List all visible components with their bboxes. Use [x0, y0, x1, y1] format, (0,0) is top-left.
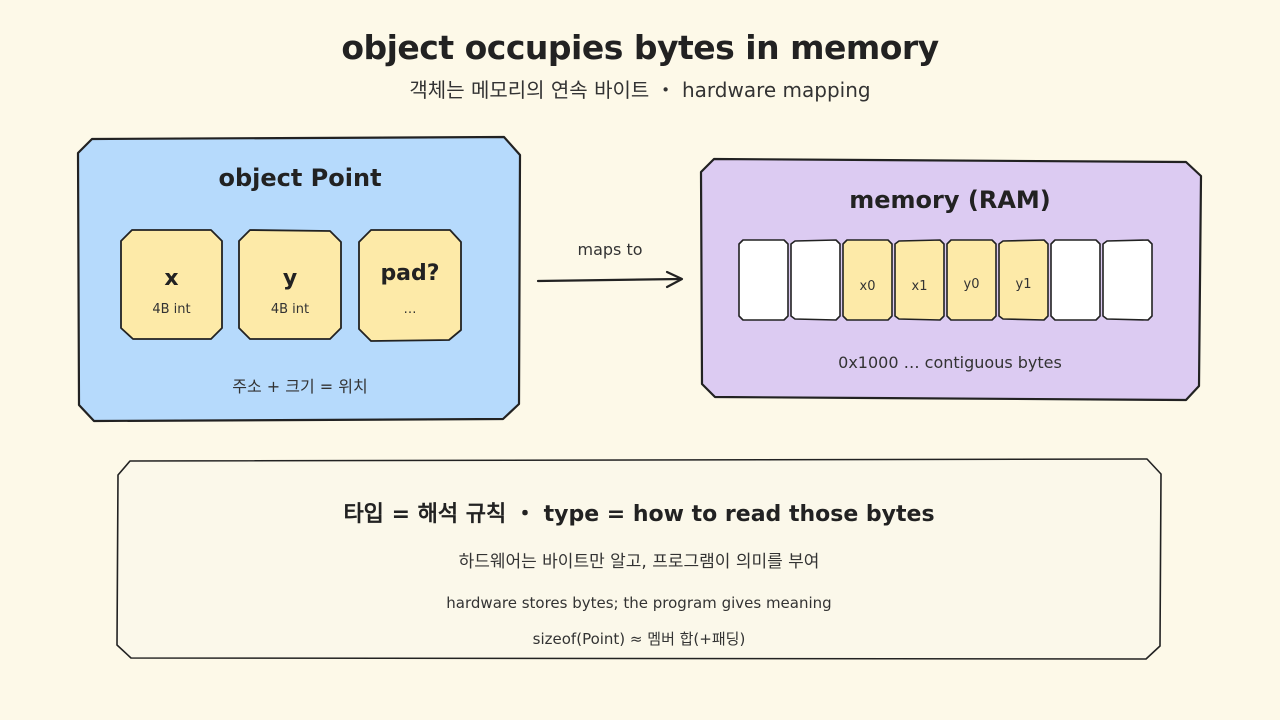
bottom-box-line-2: hardware stores bytes; the program gives… [446, 594, 832, 612]
memory-cells [738, 239, 1153, 321]
memory-cell [842, 239, 893, 321]
memory-cell-label: y1 [1015, 277, 1032, 292]
maps-to-arrow-line [536, 277, 683, 283]
memory-cell [946, 239, 997, 321]
memory-box-caption: 0x1000 … contiguous bytes [838, 353, 1062, 372]
memory-cell [1102, 239, 1153, 321]
field-pad-desc: … [403, 302, 417, 317]
page-title: object occupies bytes in memory [341, 28, 939, 67]
bottom-box-title: 타입 = 해석 규칙 ・ type = how to read those by… [343, 502, 935, 527]
object-box-title: object Point [218, 164, 382, 192]
memory-cell-label: x1 [911, 279, 928, 294]
bottom-box-line-1: 하드웨어는 바이트만 알고, 프로그램이 의미를 부여 [458, 552, 820, 572]
memory-box-title: memory (RAM) [849, 186, 1051, 214]
memory-cell [738, 239, 789, 321]
maps-to-label: maps to [577, 240, 643, 259]
memory-cell [998, 239, 1049, 321]
page-subtitle: 객체는 메모리의 연속 바이트 ・ hardware mapping [409, 78, 871, 102]
field-x-desc: 4B int [152, 302, 191, 317]
object-box-caption: 주소 + 크기 = 위치 [232, 377, 368, 396]
memory-cell-label: x0 [859, 279, 876, 294]
memory-cell [790, 239, 841, 321]
bottom-box [116, 458, 1162, 660]
memory-cell-label: y0 [963, 277, 980, 292]
field-box-x [120, 229, 223, 340]
field-x-name: x [164, 266, 179, 291]
maps-to-arrowhead [665, 270, 684, 289]
field-box-pad [358, 229, 462, 342]
memory-cell [1050, 239, 1101, 321]
memory-cell [894, 239, 945, 321]
bottom-box-line-3: sizeof(Point) ≈ 멤버 합(+패딩) [532, 630, 746, 648]
field-y-desc: 4B int [270, 302, 310, 317]
field-pad-name: pad? [380, 261, 440, 286]
field-box-y [238, 229, 342, 340]
field-y-name: y [282, 266, 298, 291]
